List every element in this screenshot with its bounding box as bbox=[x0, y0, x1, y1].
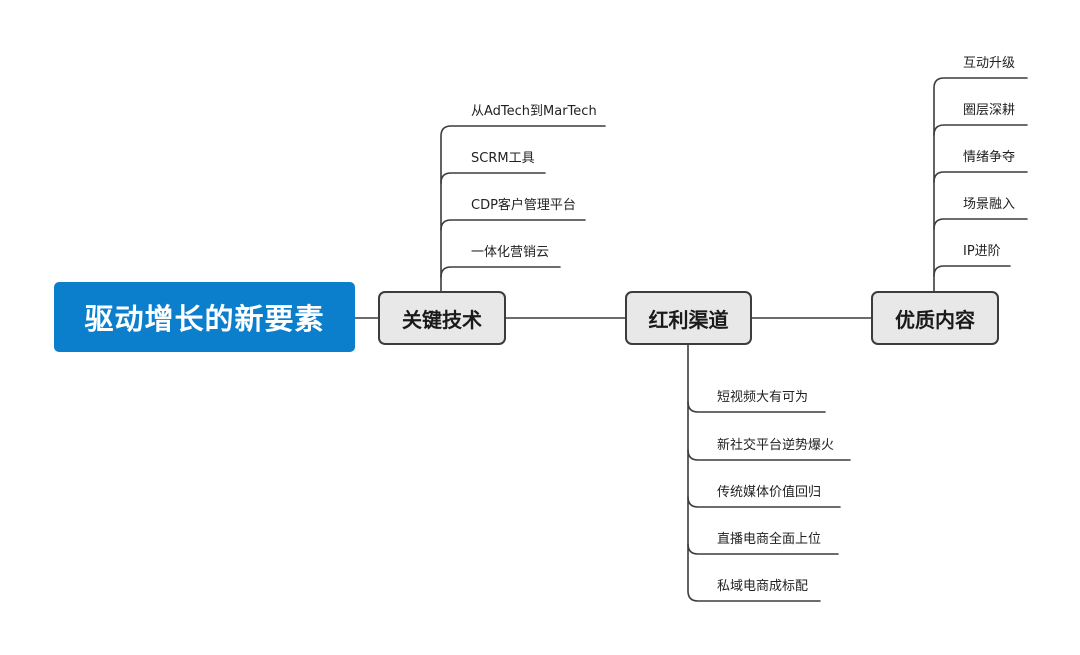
leaf-item[interactable]: 场景融入 bbox=[963, 197, 1016, 212]
leaf-item[interactable]: IP进阶 bbox=[963, 244, 1001, 259]
branch-node-content[interactable]: 优质内容 bbox=[871, 291, 999, 345]
root-node[interactable]: 驱动增长的新要素 bbox=[54, 282, 355, 352]
leaf-item[interactable]: 私域电商成标配 bbox=[717, 579, 809, 594]
leaf-item[interactable]: 新社交平台逆势爆火 bbox=[717, 438, 835, 453]
leaf-item[interactable]: 情绪争夺 bbox=[963, 150, 1016, 165]
branch-label: 红利渠道 bbox=[648, 307, 729, 332]
leaf-item[interactable]: 直播电商全面上位 bbox=[717, 532, 822, 547]
branch-label: 关键技术 bbox=[402, 307, 482, 332]
leaf-item[interactable]: 互动升级 bbox=[963, 56, 1016, 71]
leaf-item[interactable]: 短视频大有可为 bbox=[717, 390, 809, 405]
leaf-item[interactable]: 传统媒体价值回归 bbox=[717, 485, 822, 500]
branch-node-channels[interactable]: 红利渠道 bbox=[625, 291, 752, 345]
branch-node-key-tech[interactable]: 关键技术 bbox=[378, 291, 506, 345]
branch-label: 优质内容 bbox=[895, 307, 975, 332]
leaf-item[interactable]: SCRM工具 bbox=[471, 151, 535, 166]
leaf-item[interactable]: 圈层深耕 bbox=[963, 103, 1016, 118]
leaf-item[interactable]: CDP客户管理平台 bbox=[471, 198, 576, 213]
root-label: 驱动增长的新要素 bbox=[84, 302, 325, 336]
leaf-item[interactable]: 一体化营销云 bbox=[471, 245, 550, 260]
leaf-item[interactable]: 从AdTech到MarTech bbox=[471, 104, 597, 119]
